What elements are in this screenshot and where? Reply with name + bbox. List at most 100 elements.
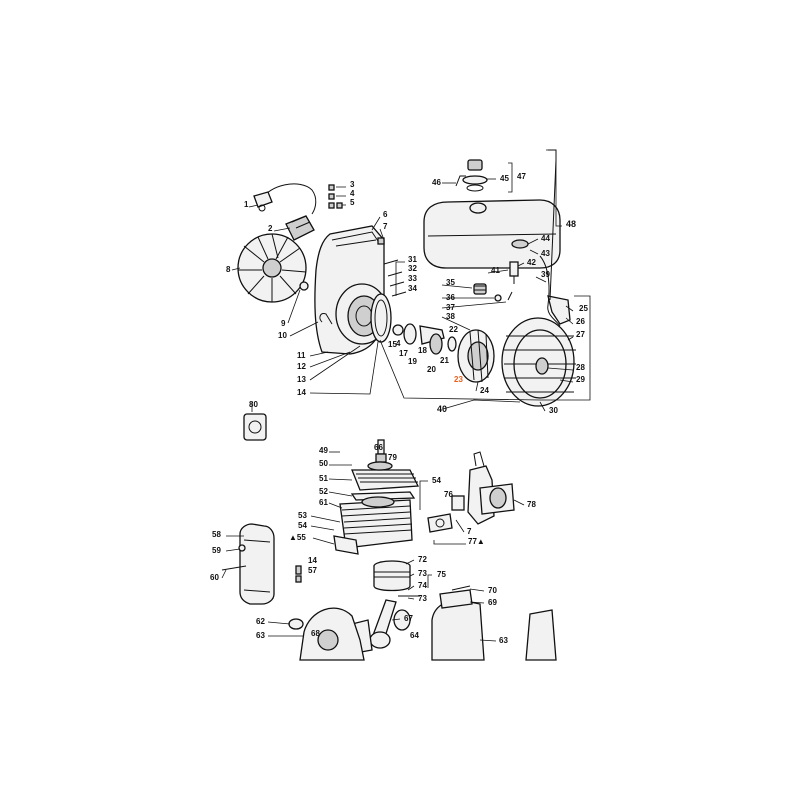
- callout-c63: 63: [256, 631, 265, 640]
- callout-c9: 9: [281, 319, 286, 328]
- callout-c5: 5: [350, 198, 355, 207]
- callout-c1: 1: [244, 200, 249, 209]
- callout-c63b: 63: [499, 636, 508, 645]
- callout-c70: 70: [488, 586, 497, 595]
- callout-c12: 12: [297, 362, 306, 371]
- piston-assembly: [373, 560, 420, 597]
- callout-c14b: 14: [308, 556, 317, 565]
- callout-c50: 50: [319, 459, 328, 468]
- callout-c25: 25: [579, 304, 588, 313]
- starter-pulley: [457, 329, 495, 383]
- callout-c67: 67: [404, 614, 413, 623]
- callout-c80: 80: [249, 400, 258, 409]
- callout-c3: 3: [350, 180, 355, 189]
- fuel-tap-line: [455, 175, 561, 327]
- callout-c68: 68: [311, 629, 320, 638]
- callout-c76: 76: [444, 490, 453, 499]
- callout-c53: 53: [298, 511, 307, 520]
- callout-c43: 43: [541, 249, 550, 258]
- callout-c6: 6: [383, 210, 388, 219]
- callout-c22: 22: [449, 325, 458, 334]
- gasket-ring: [370, 293, 392, 343]
- callout-c55: ▲55: [289, 533, 306, 542]
- callout-c66: 66: [374, 443, 383, 452]
- callout-c20: 20: [427, 365, 436, 374]
- crankcase: [288, 585, 557, 661]
- callout-c57: 57: [308, 566, 317, 575]
- callout-c74: 74: [418, 581, 427, 590]
- fuel-cap: [462, 159, 488, 192]
- leader-lines: [221, 162, 574, 642]
- callout-c44: 44: [541, 234, 550, 243]
- callout-c29: 29: [576, 375, 585, 384]
- bolts-31-34: [383, 259, 407, 297]
- callout-c54b: 54: [298, 521, 307, 530]
- callout-c51: 51: [319, 474, 328, 483]
- callout-c77: 77▲: [468, 537, 485, 546]
- callout-c61: 61: [319, 498, 328, 507]
- callout-c23: 23: [454, 375, 463, 384]
- starter-parts: [392, 323, 457, 355]
- callout-c14: 14: [297, 388, 306, 397]
- callout-c39: 39: [541, 270, 550, 279]
- callout-c41: 41: [491, 266, 500, 275]
- callout-c58: 58: [212, 530, 221, 539]
- callout-c30: 30: [549, 406, 558, 415]
- callout-c40: 40: [437, 404, 447, 414]
- callout-c79: 79: [388, 453, 397, 462]
- callout-c33: 33: [408, 274, 417, 283]
- callout-c7b: 7: [467, 527, 472, 536]
- callout-c13: 13: [297, 375, 306, 384]
- cylinder-block: [333, 496, 413, 555]
- ignition-coil: [253, 183, 317, 241]
- callout-c32: 32: [408, 264, 417, 273]
- callout-c4: 4: [350, 189, 355, 198]
- callout-c18: 18: [418, 346, 427, 355]
- fuel-tank: [423, 199, 561, 269]
- callout-c26: 26: [576, 317, 585, 326]
- callout-c8: 8: [226, 265, 231, 274]
- bolts-14-57: [295, 565, 302, 583]
- callout-c59: 59: [212, 546, 221, 555]
- callout-c19: 19: [408, 357, 417, 366]
- callout-c69: 69: [488, 598, 497, 607]
- muffler: [221, 523, 275, 605]
- callout-c62: 62: [256, 617, 265, 626]
- callout-c24: 24: [480, 386, 489, 395]
- callout-c73: 73: [418, 569, 427, 578]
- callout-c60: 60: [210, 573, 219, 582]
- callout-c72: 72: [418, 555, 427, 564]
- callout-c49: 49: [319, 446, 328, 455]
- callout-c75: 75: [437, 570, 446, 579]
- callout-c15: 15: [388, 340, 397, 349]
- callout-c64: 64: [410, 631, 419, 640]
- callout-c36: 36: [446, 293, 455, 302]
- callout-c35: 35: [446, 278, 455, 287]
- callout-c38: 38: [446, 312, 455, 321]
- callout-c28: 28: [576, 363, 585, 372]
- callout-c42: 42: [527, 258, 536, 267]
- cylinder-head: [351, 461, 420, 491]
- callout-c54: 54: [432, 476, 441, 485]
- callout-c10: 10: [278, 331, 287, 340]
- recoil-starter-housing: [501, 317, 576, 407]
- callout-c45: 45: [500, 174, 509, 183]
- parts-35-38: [473, 283, 513, 302]
- flywheel-fan: [237, 233, 307, 303]
- callout-c4b: 4: [396, 339, 401, 348]
- callout-c37: 37: [446, 303, 455, 312]
- callout-c46: 46: [432, 178, 441, 187]
- seal-kit-part: [243, 413, 267, 441]
- callout-c17: 17: [399, 349, 408, 358]
- callout-c78: 78: [527, 500, 536, 509]
- screws-3-4-5: [328, 184, 343, 209]
- callout-c48: 48: [566, 219, 576, 229]
- callout-c27: 27: [576, 330, 585, 339]
- washer-part: [299, 281, 309, 291]
- callout-c2: 2: [268, 224, 273, 233]
- callout-c47: 47: [517, 172, 526, 181]
- callout-c73b: 73: [418, 594, 427, 603]
